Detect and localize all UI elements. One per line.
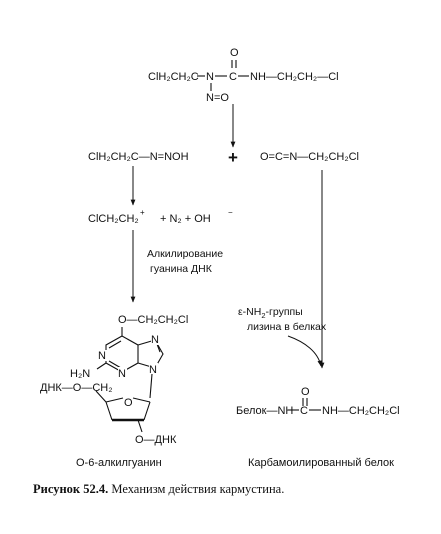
carbamoylated-protein-structure: O Белок—NH C NH—CH₂CH₂Cl [236,386,400,417]
guanine-n3: N [118,368,126,380]
guanine-n9: N [149,364,157,376]
guanine-ring-double-2 [108,360,122,369]
guanine-bond-c2-n [96,362,107,370]
protein-c: C [300,405,308,417]
carmustine-structure: O ClH₂CH₂C N C NH—CH₂CH₂—Cl N=O [148,47,339,104]
guanine-amine: H₂N [70,368,90,380]
carmustine-right-chain: NH—CH₂CH₂—Cl [250,71,339,83]
guanine-n7: N [151,334,159,346]
o6-alkylguanine-structure: O—CH₂CH₂Cl N N N N H₂N ДНК—O—CH₂ O O—ДНК [40,314,188,446]
sugar-5prime: ДНК—O—CH₂ [40,382,113,394]
guanine-name: O-6-алкилгуанин [76,457,162,469]
guanine-substituent: O—CH₂CH₂Cl [118,314,188,326]
carmustine-c: C [229,71,237,83]
sugar-c1-c2 [143,401,151,421]
guanine-n3-mask [118,367,127,378]
carmustine-carbonyl-o: O [230,47,239,59]
protein-name: Карбамоилированный белок [248,457,394,469]
protein-carbonyl-o: O [301,386,310,398]
figure-caption-label: Рисунок 52.4. [33,482,109,496]
guanine-n1-mask [98,350,107,361]
figure-caption-text: Механизм действия кармустина. [108,482,285,496]
lysine-note-line2: лизина в белках [247,321,327,333]
arrow-lysine-attack [287,335,323,367]
sugar-c4-o [105,397,124,403]
guanine-six-ring [105,335,139,373]
guanine-n1: N [98,350,106,362]
protein-left: Белок—NH [236,405,293,417]
alkylation-note-line2: гуанина ДНК [150,263,213,275]
carmustine-n: N [206,71,214,83]
carmustine-nitroso: N=O [206,92,229,104]
diazohydroxide: ClH₂CH₂C—N=NOH [88,151,189,163]
sugar-c3-o [137,419,143,433]
guanine-n9-mask [149,363,158,374]
sugar-c4-c3 [105,401,113,421]
sugar-c5-c4 [95,390,107,403]
byproducts-n2-oh: + N₂ + OH [160,213,211,225]
carmustine-left-chain: ClH₂CH₂C [148,71,199,83]
sugar-3prime: O—ДНК [135,434,177,446]
carbocation: ClCH₂CH₂ [88,213,139,225]
carbocation-charge: + [140,208,145,217]
figure-caption: Рисунок 52.4. Механизм действия кармусти… [33,482,433,497]
protein-right: NH—CH₂CH₂Cl [322,405,400,417]
lysine-note-sub: 2 [261,311,265,320]
sugar-o-c1 [132,397,151,403]
lysine-note-line1: ε-NH2-группы [238,306,303,320]
guanine-ring-double-1 [108,340,122,349]
guanine-five-double [156,343,161,353]
lysine-note-suffix: -группы [266,306,303,318]
alkylation-note-line1: Алкилирование [147,248,223,260]
isocyanate: O=C=N—CH₂CH₂Cl [260,151,359,163]
hydroxide-charge: − [228,208,233,217]
products-plus: + [228,148,238,167]
sugar-ring-o: O [124,397,133,409]
guanine-n7-mask [151,334,160,345]
glycosidic-bond [149,373,153,399]
lysine-note-prefix: ε-NH [238,306,261,318]
